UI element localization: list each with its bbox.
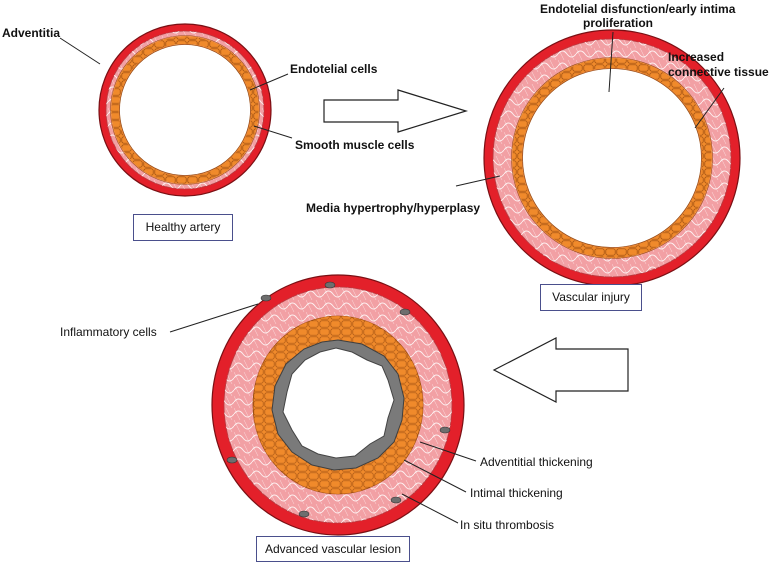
arrow-left-icon — [492, 337, 629, 403]
label-endothelial-dysfunction: Endotelial disfunction/early intima — [540, 2, 736, 16]
label-increased: Increased — [668, 50, 725, 64]
advanced-artery — [211, 274, 465, 536]
inflammatory-cell — [439, 426, 451, 434]
inflammatory-cell — [324, 281, 336, 289]
inflammatory-cell — [260, 294, 272, 302]
label-media-hypertrophy: Media hypertrophy/hyperplasy — [306, 201, 481, 215]
inflammatory-cell — [390, 496, 402, 504]
caption-vascular-injury: Vascular injury — [540, 284, 642, 311]
label-connective-tissue: connective tissue — [668, 65, 769, 79]
label-endothelial-cells: Endotelial cells — [290, 62, 378, 76]
healthy-artery — [98, 23, 272, 197]
label-endothelial-dysfunction-line2: proliferation — [583, 16, 654, 30]
label-adventitial-thickening: Adventitial thickening — [480, 455, 593, 469]
lumen — [282, 347, 395, 459]
inflammatory-cell — [226, 456, 238, 464]
arrow-right-icon — [323, 89, 469, 133]
label-in-situ-thrombosis: In situ thrombosis — [460, 518, 555, 532]
label-adventitia: Adventitia — [2, 26, 61, 40]
inflammatory-cell — [298, 510, 310, 518]
inflammatory-cell — [399, 308, 411, 316]
leader-lines — [59, 31, 725, 524]
caption-healthy-artery: Healthy artery — [133, 214, 233, 241]
caption-advanced-lesion: Advanced vascular lesion — [256, 536, 410, 562]
label-smooth-muscle-cells: Smooth muscle cells — [295, 138, 415, 152]
label-inflammatory-cells: Inflammatory cells — [60, 325, 157, 339]
injury-artery — [483, 29, 741, 287]
label-intimal-thickening: Intimal thickening — [470, 486, 563, 500]
